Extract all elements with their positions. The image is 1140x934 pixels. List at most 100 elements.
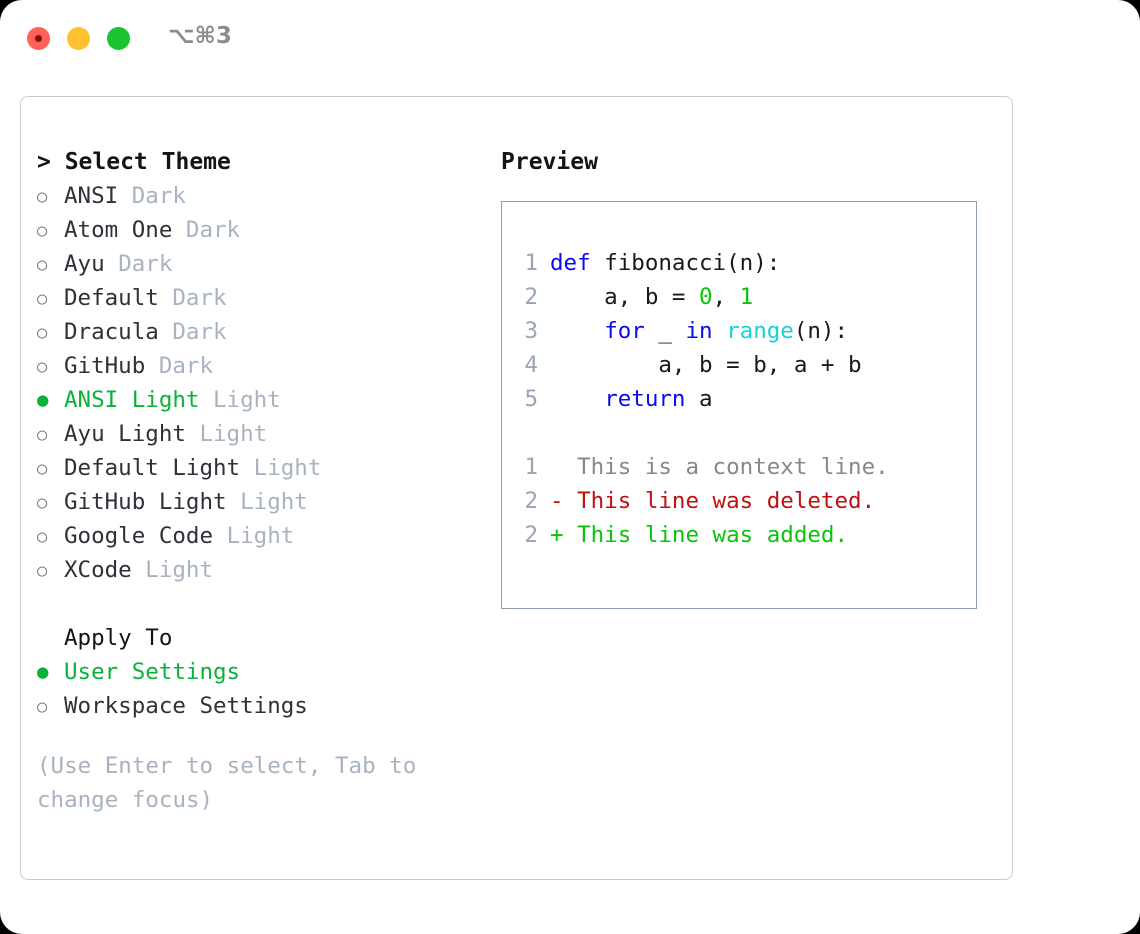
line-number: 1 [524, 250, 538, 276]
theme-name: ANSI Light [64, 387, 200, 413]
line-number: 3 [524, 318, 538, 344]
theme-category: Light [253, 455, 322, 481]
code-token: a [685, 386, 713, 412]
theme-option-google-code[interactable]: ○ Google Code Light [37, 519, 477, 553]
code-token: , [712, 284, 740, 310]
code-token: 0 [699, 284, 713, 310]
theme-list[interactable]: ○ ANSI Dark ○ Atom One Dark ○ Ayu Dark ○ Defaul… [37, 179, 477, 587]
theme-picker-column: > Select Theme ○ANSI Dark○Atom One Dark○… [37, 145, 477, 817]
minimize-button[interactable] [67, 27, 90, 50]
diff-line-ctx: 1 This is a context line. [514, 450, 976, 484]
code-line: 2 a, b = 0, 1 [514, 280, 976, 314]
radio-selected-icon: ● [37, 661, 49, 683]
theme-option-atom-one[interactable]: ○ Atom One Dark [37, 213, 477, 247]
theme-option-ayu-light[interactable]: ○ Ayu Light Light [37, 417, 477, 451]
theme-option-dracula[interactable]: ○Dracula Dark [37, 315, 477, 349]
theme-name: Google Code [64, 523, 214, 549]
radio-selected-icon: ● [37, 389, 49, 411]
radio-unselected-icon: ○ [37, 561, 48, 581]
line-number: 2 [524, 522, 538, 548]
theme-name: Atom One [64, 217, 173, 243]
theme-category: Dark [172, 319, 227, 345]
theme-category: Light [226, 523, 295, 549]
theme-picker-header: > Select Theme [37, 149, 231, 175]
theme-category: Light [213, 387, 281, 413]
code-token: (n): [793, 318, 849, 344]
diff-marker: - [550, 488, 578, 514]
theme-option-github-light[interactable]: ○ GitHub Light Light [37, 485, 477, 519]
theme-category: Light [240, 489, 308, 515]
code-line: 5 return a [514, 382, 976, 416]
code-token: 1 [739, 284, 754, 310]
code-token: range [726, 318, 794, 344]
radio-unselected-icon: ○ [37, 187, 48, 207]
radio-unselected-icon: ○ [37, 221, 48, 241]
close-button[interactable] [27, 27, 50, 50]
radio-unselected-icon: ○ [37, 289, 48, 309]
theme-option-ayu[interactable]: ○Ayu Dark [37, 247, 477, 281]
code-diff-spacer [514, 416, 976, 450]
code-token: a, b = b, a + b [550, 352, 862, 378]
theme-name: Ayu Light [64, 421, 186, 447]
apply-to-list[interactable]: ● User Settings ○Workspace Settings [37, 655, 477, 723]
code-line: 3 for _ in range(n): [514, 314, 976, 348]
zoom-button[interactable] [107, 27, 130, 50]
theme-option-ansi-light[interactable]: ● ANSI Light Light [37, 383, 477, 417]
theme-name: Default Light [64, 455, 241, 481]
theme-option-ansi[interactable]: ○ ANSI Dark [37, 179, 477, 213]
theme-option-xcode[interactable]: ○ XCode Light [37, 553, 477, 587]
apply-to-header: Apply To [64, 625, 173, 651]
code-token: _ [644, 318, 686, 344]
theme-category: Light [199, 421, 268, 447]
apply-to-option-user-settings[interactable]: ● User Settings [37, 655, 477, 689]
theme-category: Dark [158, 353, 214, 379]
apply-to-option-workspace-settings[interactable]: ○Workspace Settings [37, 689, 477, 723]
code-token: return [604, 386, 686, 412]
line-number: 2 [524, 284, 538, 310]
code-token [550, 386, 604, 412]
title-bar: ⌥⌘3 [0, 0, 1140, 76]
theme-option-github[interactable]: ○ GitHub Dark [37, 349, 477, 383]
theme-name: XCode [64, 557, 132, 583]
radio-unselected-icon: ○ [37, 255, 48, 275]
theme-category: Dark [172, 285, 227, 311]
code-token: in [685, 318, 713, 344]
content-panel: > Select Theme ○ANSI Dark○Atom One Dark○… [20, 96, 1013, 880]
theme-option-default[interactable]: ○ Default Dark [37, 281, 477, 315]
diff-line-add: 2+ This line was added. [514, 518, 976, 552]
radio-unselected-icon: ○ [37, 527, 48, 547]
theme-name: GitHub Light [64, 489, 227, 515]
radio-unselected-icon: ○ [37, 459, 48, 479]
diff-line-del: 2- This line was deleted. [514, 484, 976, 518]
theme-category: Light [145, 557, 214, 583]
code-line: 4 a, b = b, a + b [514, 348, 976, 382]
theme-option-default-light[interactable]: ○ Default Light Light [37, 451, 477, 485]
keyboard-shortcut-label: ⌥⌘3 [168, 23, 232, 49]
section-spacer [37, 587, 477, 621]
code-token [550, 318, 604, 344]
line-number: 2 [524, 488, 538, 514]
radio-unselected-icon: ○ [37, 493, 48, 513]
theme-name: Default [64, 285, 159, 311]
close-icon [35, 35, 42, 42]
theme-category: Dark [185, 217, 241, 243]
radio-unselected-icon: ○ [37, 425, 48, 445]
theme-name: GitHub [64, 353, 146, 379]
radio-unselected-icon: ○ [37, 357, 48, 377]
diff-text: This line was deleted. [577, 488, 876, 514]
apply-to-label: Workspace Settings [64, 693, 308, 719]
diff-marker: + [550, 522, 578, 548]
code-token: for [604, 318, 645, 344]
keyboard-hint-text: (Use Enter to select, Tab to change focu… [37, 753, 430, 813]
theme-category: Dark [131, 183, 186, 209]
theme-name: ANSI [64, 183, 119, 209]
theme-name: Ayu [64, 251, 105, 277]
apply-to-label: User Settings [64, 659, 241, 685]
code-token: a, b = [550, 284, 700, 310]
diff-text: This is a context line. [577, 454, 889, 480]
